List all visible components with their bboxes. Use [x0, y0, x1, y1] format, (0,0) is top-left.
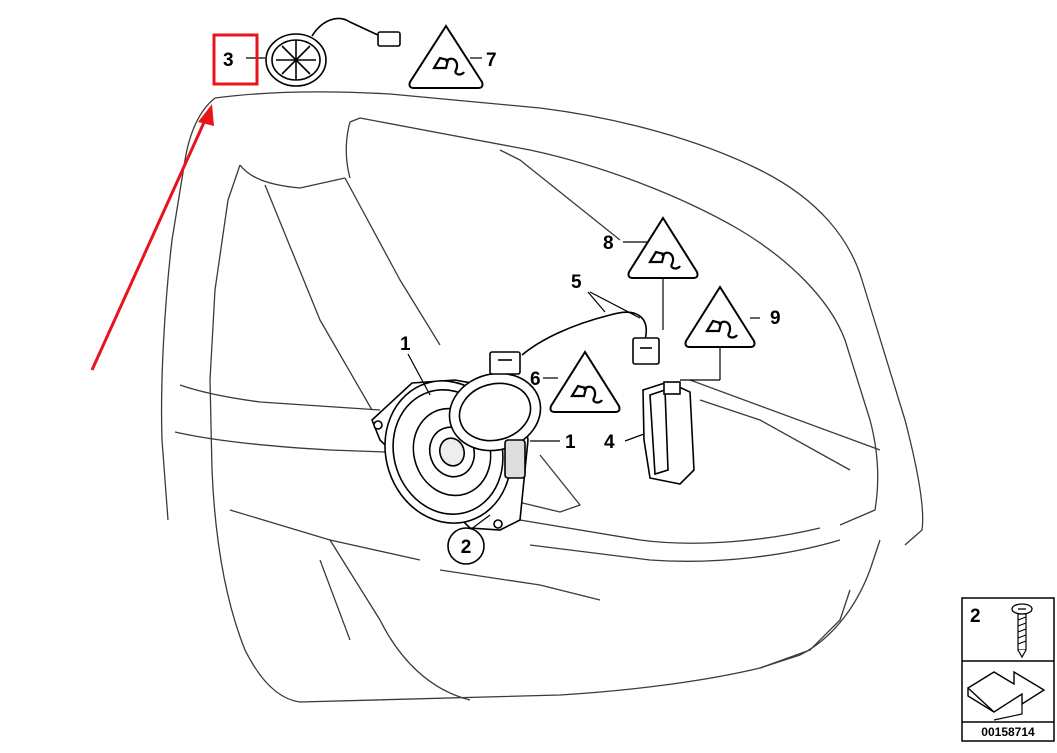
- screw-icon: [1011, 603, 1033, 659]
- amplifier-module: [642, 381, 695, 485]
- callout-1-speaker: 1: [400, 334, 411, 355]
- legend-box: 2 00158714: [961, 597, 1055, 742]
- callout-4-module: 4: [604, 432, 615, 453]
- callout-2-screw: 2: [461, 537, 472, 558]
- callout-6-warning: 6: [530, 369, 541, 390]
- callout-3-tweeter: 3: [223, 50, 234, 71]
- leader-lines: [246, 57, 760, 531]
- diagram-reference-number: 00158714: [981, 725, 1035, 739]
- plug-warning-icon-6: [549, 350, 621, 413]
- legend-item-number: 2: [970, 606, 981, 627]
- callout-2-circle: [447, 527, 485, 565]
- plug-warning-icon-7: [408, 24, 484, 89]
- callout-8-warning: 8: [603, 233, 614, 254]
- tweeter-speaker: [265, 17, 401, 87]
- callout-5-harness: 5: [571, 272, 582, 293]
- midrange-speaker: [371, 372, 542, 531]
- callout-9-warning: 9: [770, 308, 781, 329]
- plug-warning-icon-8: [627, 216, 699, 279]
- red-arrow-icon: [90, 104, 214, 371]
- door-panel-outline: [160, 91, 924, 703]
- callout-7-warning: 7: [486, 50, 497, 71]
- arrow-icon: [966, 670, 1046, 721]
- callout-1-speaker-rear: 1: [565, 432, 576, 453]
- wiring-harness: [489, 311, 660, 375]
- plug-warning-icon-9: [684, 285, 756, 348]
- highlight-box: [212, 33, 259, 86]
